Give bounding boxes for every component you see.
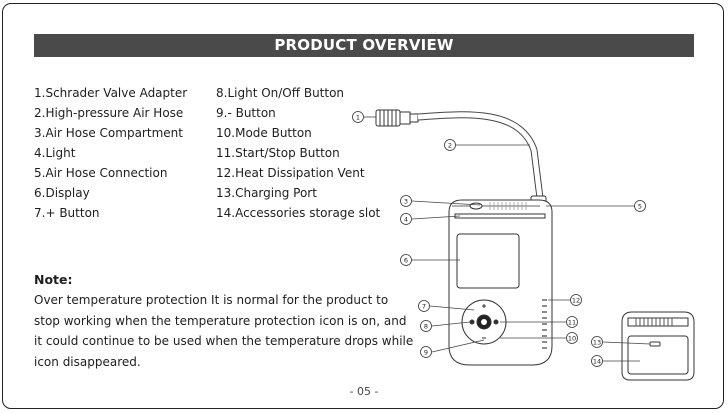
valve-adapter-illustration <box>375 109 419 127</box>
part-item: 3.Air Hose Compartment <box>34 126 183 140</box>
part-item: 4.Light <box>34 146 76 160</box>
svg-text:5: 5 <box>638 202 642 210</box>
part-item: 7.+ Button <box>34 206 100 220</box>
vent-illustration <box>542 299 547 349</box>
side-view-illustration <box>621 311 695 381</box>
part-item: 11.Start/Stop Button <box>216 146 340 160</box>
part-item: 5.Air Hose Connection <box>34 166 168 180</box>
display-illustration <box>456 233 520 289</box>
part-item: 13.Charging Port <box>216 186 317 200</box>
svg-text:1: 1 <box>356 113 360 121</box>
air-hose-illustration <box>417 111 544 199</box>
callout-4: 4 <box>400 213 412 225</box>
callout-10: 10 <box>566 332 578 344</box>
svg-text:9: 9 <box>424 348 428 356</box>
svg-text:8: 8 <box>424 322 428 330</box>
part-item: 10.Mode Button <box>216 126 312 140</box>
callout-14: 14 <box>591 355 603 367</box>
callout-8: 8 <box>420 320 432 332</box>
svg-text:2: 2 <box>448 141 452 149</box>
page-frame <box>2 3 724 409</box>
callout-12: 12 <box>570 294 582 306</box>
parts-list-right: 8.Light On/Off Button 9.- Button 10.Mode… <box>216 83 380 223</box>
part-item: 12.Heat Dissipation Vent <box>216 166 365 180</box>
callout-11: 11 <box>566 316 578 328</box>
svg-text:11: 11 <box>568 318 576 326</box>
callout-2: 2 <box>444 139 456 151</box>
note-text: Over temperature protection It is normal… <box>34 293 414 369</box>
part-item: 14.Accessories storage slot <box>216 206 381 220</box>
svg-text:13: 13 <box>593 338 601 346</box>
page-number: - 05 - <box>349 385 379 398</box>
svg-text:3: 3 <box>404 197 408 205</box>
part-item: 8.Light On/Off Button <box>216 86 345 100</box>
svg-text:10: 10 <box>568 334 576 342</box>
svg-text:6: 6 <box>404 256 408 264</box>
svg-text:12: 12 <box>572 296 580 304</box>
callout-1: 1 <box>352 111 364 123</box>
part-item: 2.High-pressure Air Hose <box>34 106 184 120</box>
callout-9: 9 <box>420 346 432 358</box>
callout-5: 5 <box>634 200 646 212</box>
parts-list-left: 1.Schrader Valve Adapter 2.High-pressure… <box>34 83 187 223</box>
part-item: 9.- Button <box>216 106 276 120</box>
note-heading: Note: <box>34 272 73 287</box>
svg-text:7: 7 <box>422 302 426 310</box>
callout-7: 7 <box>418 300 430 312</box>
part-item: 6.Display <box>34 186 90 200</box>
callout-3: 3 <box>400 195 412 207</box>
svg-text:14: 14 <box>593 357 601 365</box>
part-item: 1.Schrader Valve Adapter <box>34 86 188 100</box>
svg-text:4: 4 <box>404 215 408 223</box>
callout-13: 13 <box>591 336 603 348</box>
page-title: PRODUCT OVERVIEW <box>34 34 694 57</box>
callout-markers: 1 2 3 4 5 6 7 8 9 10 11 12 13 14 <box>352 111 646 367</box>
callout-6: 6 <box>400 254 412 266</box>
